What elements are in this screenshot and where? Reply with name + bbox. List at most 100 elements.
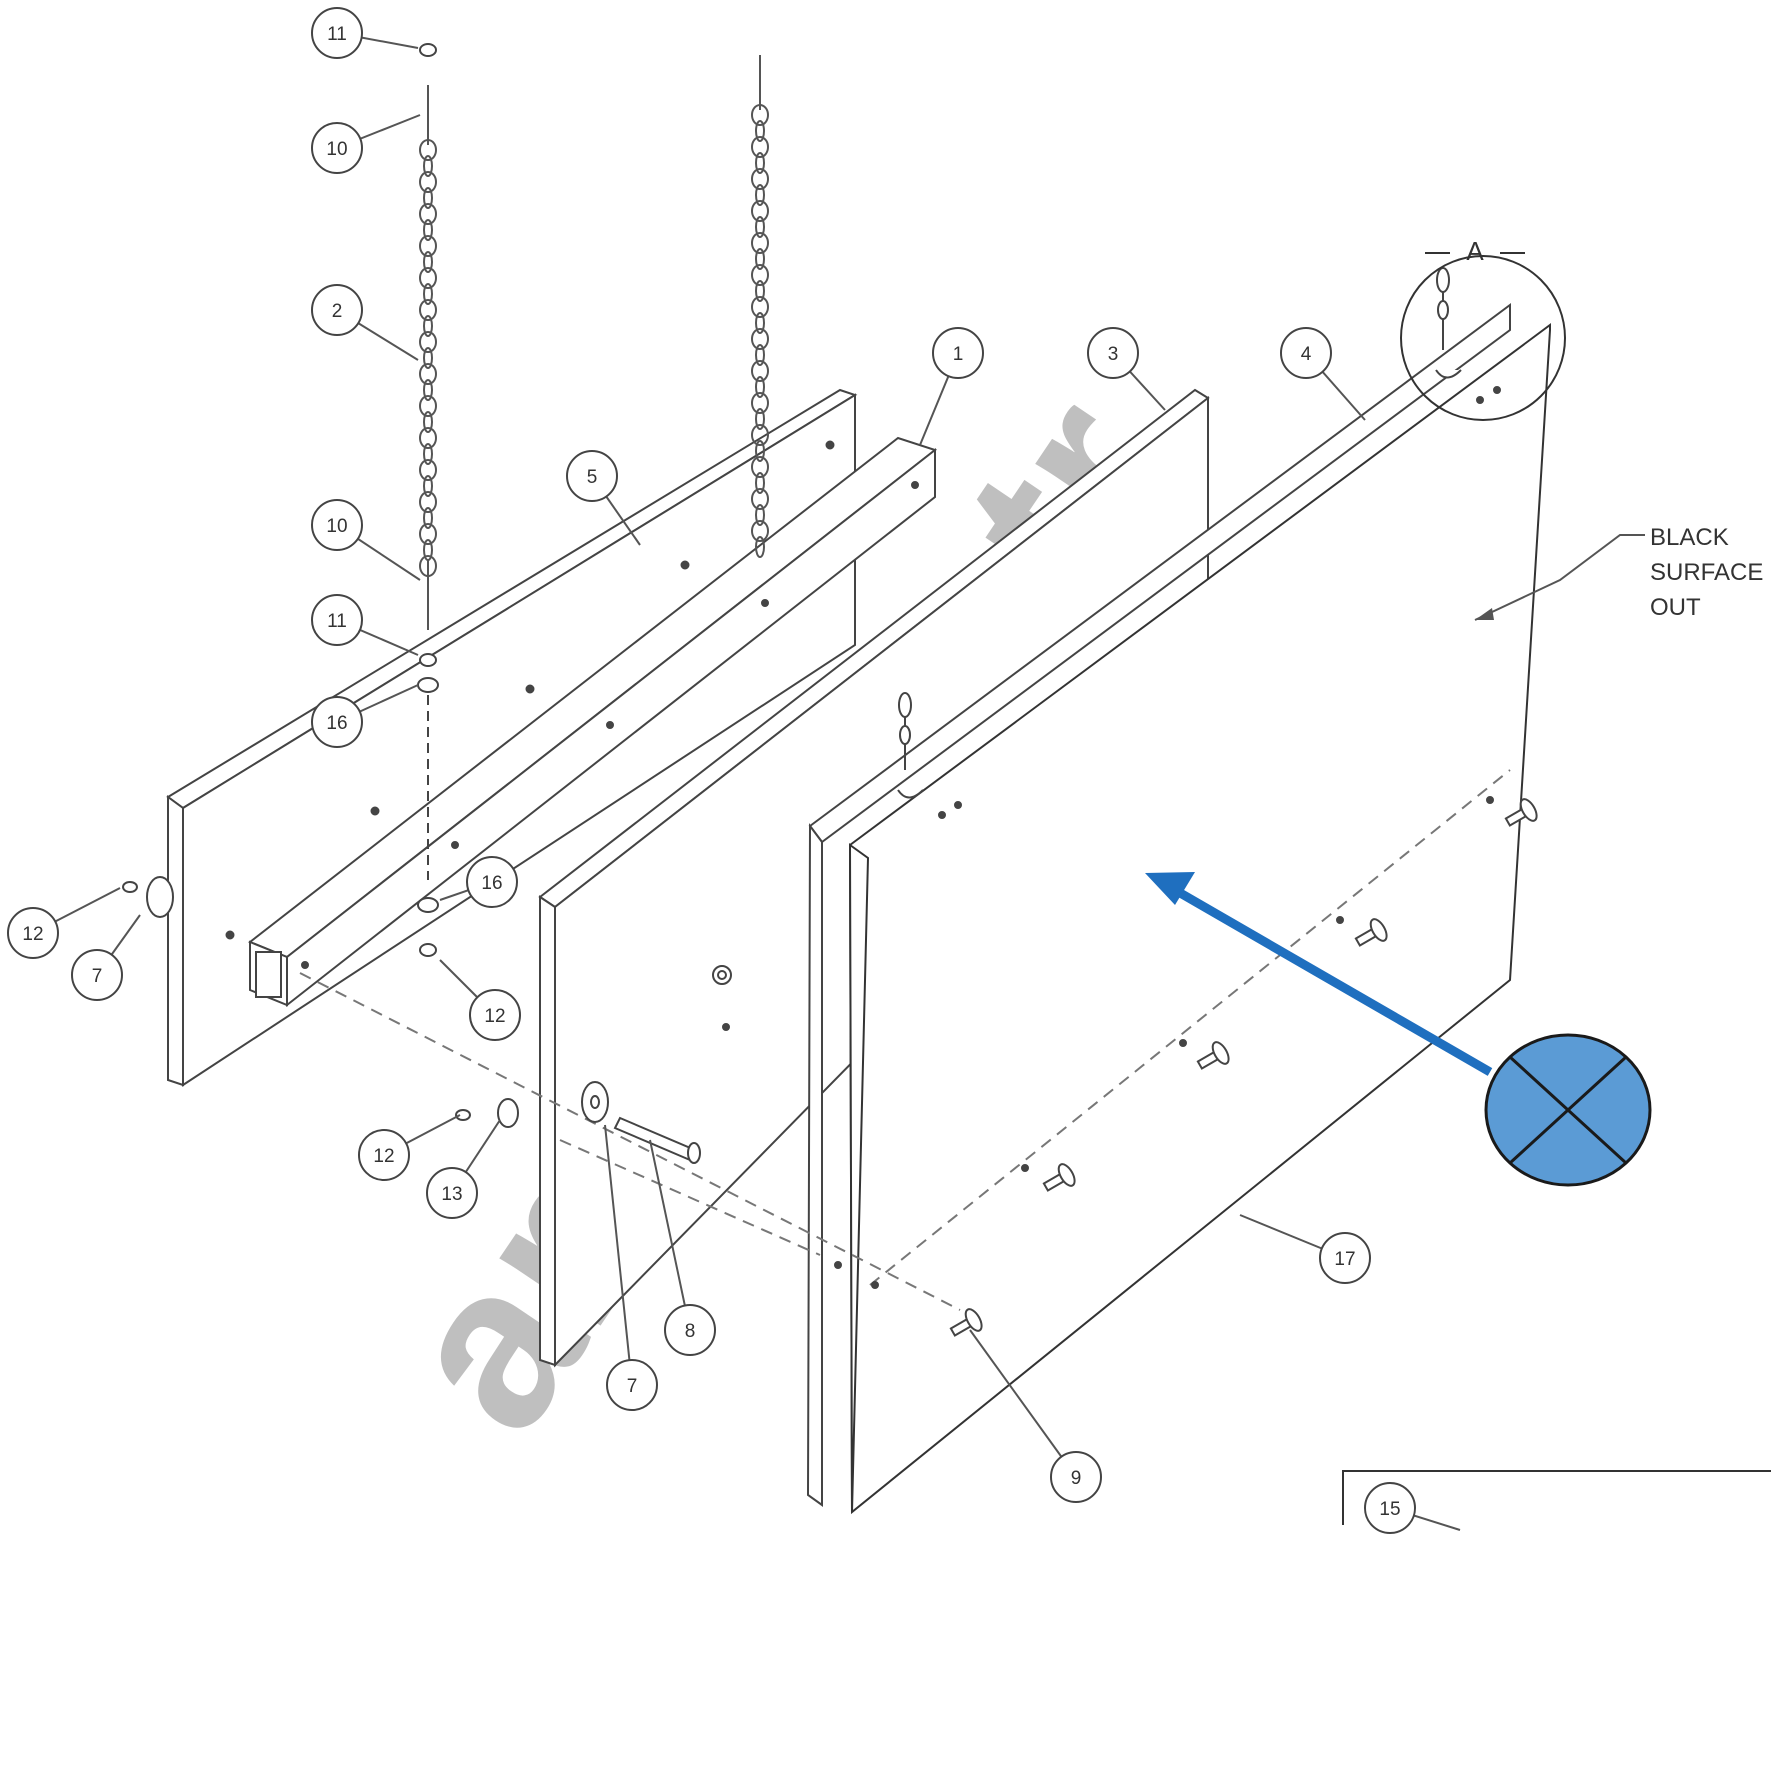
callout-number-12: 12: [373, 1146, 394, 1167]
bolt-line: [299, 769, 1511, 1311]
callout-number-17: 17: [1334, 1249, 1355, 1270]
callout-leader: [649, 1139, 691, 1331]
chain-link: [755, 152, 765, 174]
callout-circle: [426, 1167, 478, 1219]
note-line-2: SURFACE: [1650, 559, 1763, 586]
callout-leader: [969, 1329, 1077, 1478]
callout-circle: [311, 122, 363, 174]
chain-link: [423, 475, 433, 497]
chain-link: [419, 235, 437, 257]
detail-a: A: [1400, 236, 1566, 421]
chain-link: [755, 472, 765, 494]
blue-arrow-head: [1145, 872, 1195, 905]
callout-number-11: 11: [327, 24, 347, 45]
callout-number-1: 1: [953, 344, 964, 365]
chain-link: [755, 248, 765, 270]
surface-note: BLACK SURFACE OUT: [1474, 524, 1763, 621]
panel-hooks: [897, 267, 1501, 819]
blue-annotation: [1145, 872, 1652, 1187]
callout-circle: [1087, 327, 1139, 379]
note-line-3: OUT: [1650, 594, 1701, 621]
chain-link: [419, 459, 437, 481]
chain-link: [419, 267, 437, 289]
chain-link: [419, 395, 437, 417]
chain-link: [423, 251, 433, 273]
callout-circle: [469, 989, 521, 1041]
callout-circle: [7, 907, 59, 959]
callout-leader: [604, 1124, 633, 1386]
callout-number-7: 7: [627, 1376, 638, 1397]
chain-link: [423, 219, 433, 241]
chain-link: [755, 216, 765, 238]
callout-number-16: 16: [481, 873, 502, 894]
chain-link: [751, 488, 769, 510]
chain-link: [755, 312, 765, 334]
chain-right: [751, 55, 769, 558]
chain-link: [423, 315, 433, 337]
callout-number-16: 16: [326, 713, 347, 734]
left-chain-hardware: [417, 43, 439, 957]
callout-number-3: 3: [1108, 344, 1119, 365]
chain-link: [419, 523, 437, 545]
chain-link: [423, 347, 433, 369]
chain-link: [419, 203, 437, 225]
callout-circle: [311, 284, 363, 336]
chain-link: [751, 296, 769, 318]
chain-link: [423, 411, 433, 433]
chain-link: [755, 440, 765, 462]
chain-link: [419, 427, 437, 449]
chain-link: [755, 120, 765, 142]
chain-link: [751, 328, 769, 350]
callout-number-10: 10: [326, 516, 347, 537]
callout-number-5: 5: [587, 467, 598, 488]
detail-a-label: A: [1466, 236, 1484, 266]
callout-number-7: 7: [92, 966, 103, 987]
chain-link: [423, 539, 433, 561]
chain-link: [419, 491, 437, 513]
chain-link: [419, 363, 437, 385]
chain-link: [755, 408, 765, 430]
chain-link: [419, 171, 437, 193]
callout-circle: [664, 1304, 716, 1356]
chain-link: [419, 331, 437, 353]
chain-link: [751, 392, 769, 414]
callout-number-9: 9: [1071, 1468, 1082, 1489]
callout-circle: [311, 696, 363, 748]
chain-link: [423, 187, 433, 209]
part-4-panel: [806, 303, 1511, 1507]
callout-number-8: 8: [685, 1321, 696, 1342]
part-1-tube: [248, 436, 938, 1008]
callout-circle: [466, 856, 518, 908]
chain-link: [751, 264, 769, 286]
chain-link: [423, 507, 433, 529]
chain-link: [751, 456, 769, 478]
callout-number-13: 13: [441, 1184, 462, 1205]
callout-circle: [311, 594, 363, 646]
chain-link: [423, 283, 433, 305]
callout-number-12: 12: [22, 924, 43, 945]
callout-circle: [1364, 1482, 1416, 1534]
part-17-panel: [848, 323, 1551, 1515]
chain-link: [751, 520, 769, 542]
chain-link: [423, 379, 433, 401]
callout-circle: [358, 1129, 410, 1181]
chain-link: [751, 360, 769, 382]
title-block: [1342, 1470, 1771, 1525]
chain-link: [755, 280, 765, 302]
callout-circle: [566, 450, 618, 502]
callout-circle: [1280, 327, 1332, 379]
callout-circle: [1050, 1451, 1102, 1503]
chain-link: [755, 504, 765, 526]
chain-link: [755, 184, 765, 206]
chain-link: [751, 136, 769, 158]
chain-link: [751, 232, 769, 254]
chain-link: [755, 376, 765, 398]
chain-link: [755, 344, 765, 366]
crossed-circle-marker: [1484, 1033, 1652, 1187]
callout-circle: [1319, 1232, 1371, 1284]
chain-link: [751, 200, 769, 222]
callout-number-10: 10: [326, 139, 347, 160]
